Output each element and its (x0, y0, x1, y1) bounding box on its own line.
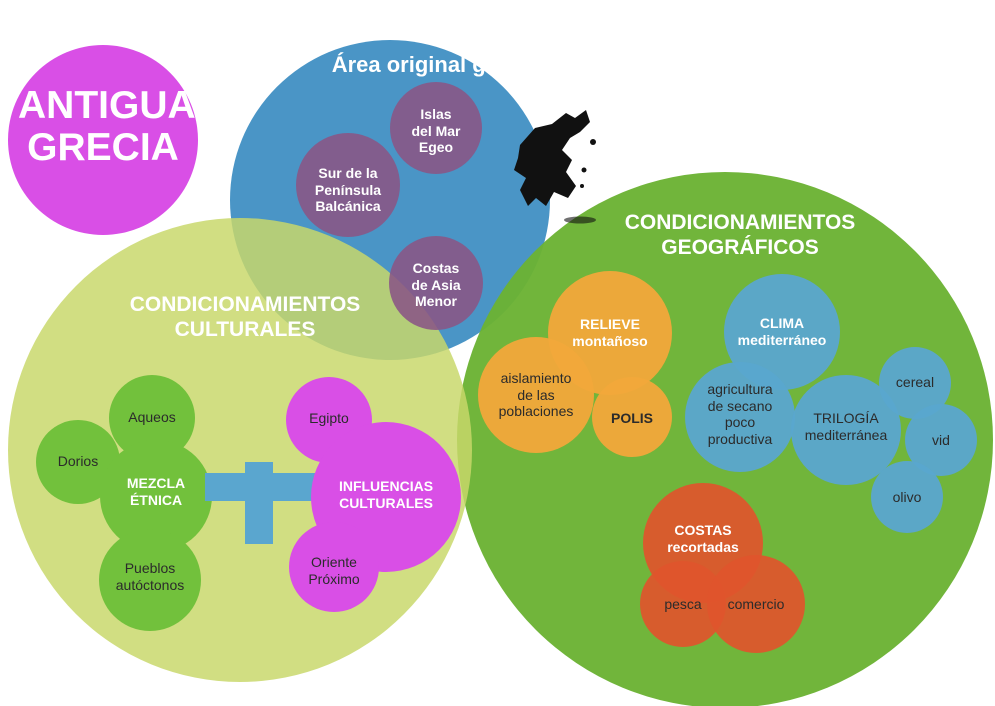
islas-label: Islas del Mar Egeo (411, 106, 461, 156)
greece-map-icon (514, 110, 590, 206)
pueblos-bubble (99, 529, 201, 631)
costas-asia-label: Costas de Asia Menor (411, 260, 461, 310)
polis-label: POLIS (610, 410, 653, 426)
clima-bubble (724, 274, 840, 390)
aislamiento-bubble (478, 337, 594, 453)
agricultura-bubble (685, 362, 795, 472)
dorios-bubble (36, 420, 120, 504)
area-original-title: Área original griega (331, 52, 539, 77)
costas-label: COSTAS recortadas (667, 522, 739, 555)
crete-icon (564, 216, 596, 224)
pesca-label: pesca (664, 596, 702, 612)
island-dot-2 (581, 167, 587, 173)
aqueos-bubble (109, 375, 195, 461)
geo-title: CONDICIONAMIENTOS GEOGRÁFICOS (624, 211, 856, 259)
sur-peninsula-bubble (296, 133, 400, 237)
dorios-label: Dorios (57, 453, 99, 469)
island-dot-3 (580, 184, 584, 188)
islas-bubble (390, 82, 482, 174)
polis-bubble (592, 377, 672, 457)
egipto-label: Egipto (309, 410, 349, 426)
island-dot-1 (590, 139, 596, 145)
clima-label: CLIMA mediterráneo (737, 315, 827, 348)
cereal-label: cereal (895, 374, 935, 390)
aislamiento-label: aislamiento de las poblaciones (498, 370, 574, 420)
cultural-title: CONDICIONAMIENTOS CULTURALES (129, 293, 361, 341)
comercio-label: comercio (727, 596, 785, 612)
aqueos-label: Aqueos (128, 409, 176, 425)
oriente-label: Oriente Próximo (308, 554, 360, 587)
trilogia-bubble (791, 375, 901, 485)
relieve-label: RELIEVE montañoso (572, 316, 648, 349)
plus-icon (205, 432, 315, 544)
agricultura-label: agricultura de secano poco productiva (707, 381, 773, 447)
comercio-bubble (707, 555, 805, 653)
title-circle (8, 45, 198, 235)
mezcla-label: MEZCLA ÉTNICA (126, 475, 186, 508)
vid-label: vid (932, 432, 950, 448)
olivo-label: olivo (892, 489, 922, 505)
title-text: ANTIGUA GRECIA (18, 84, 196, 170)
influencias-label: INFLUENCIAS CULTURALES (338, 478, 434, 511)
mezcla-bubble (100, 440, 212, 552)
costas-asia-bubble (389, 236, 483, 330)
pueblos-label: Pueblos autóctonos (115, 560, 185, 593)
olivo-bubble (871, 461, 943, 533)
sur-peninsula-label: Sur de la Península Balcánica (314, 165, 382, 215)
cereal-bubble (879, 347, 951, 419)
vid-bubble (905, 404, 977, 476)
oriente-bubble (289, 522, 379, 612)
pesca-bubble (640, 561, 726, 647)
trilogia-label: TRILOGÍA mediterránea (804, 410, 888, 443)
